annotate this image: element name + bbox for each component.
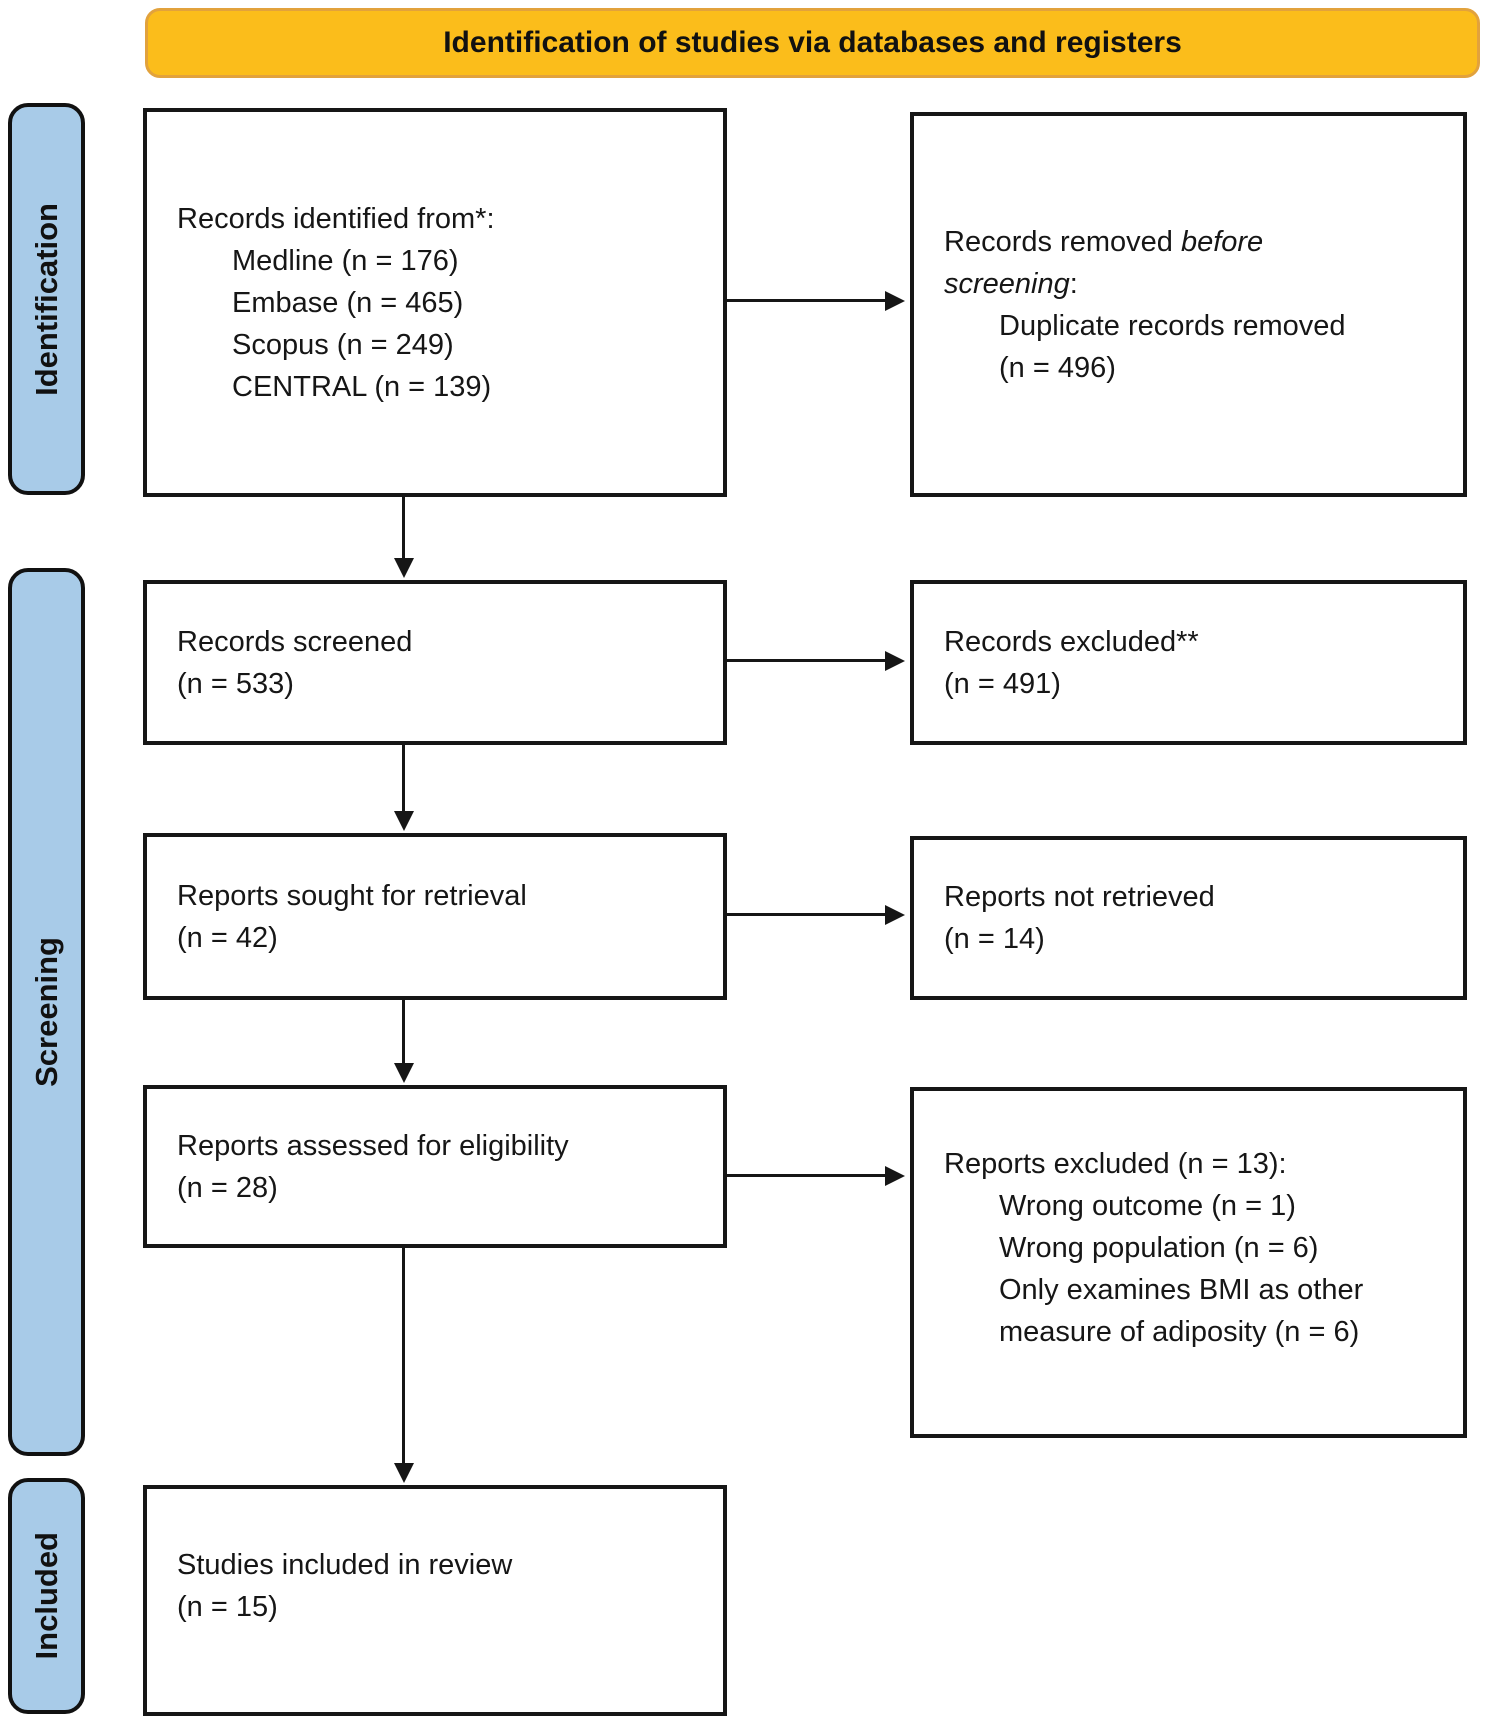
box-text-line: Embase (n = 465) <box>232 286 464 319</box>
stage-label-identification: Identification <box>8 103 85 495</box>
box-text-line: Reports excluded (n = 13): <box>944 1148 1287 1180</box>
box-text-line: Reports sought for retrieval <box>177 879 527 912</box>
box-text-line: screening: <box>944 263 1433 305</box>
box-text-line: (n = 14) <box>944 923 1045 955</box>
arrow-reports-sought-to-reports-assessed <box>402 1000 405 1063</box>
box-text-segment: Records removed <box>944 225 1181 258</box>
stage-label-text: Identification <box>28 202 64 396</box>
box-reports-not-retrieved: Reports not retrieved (n = 14) <box>910 836 1467 1000</box>
box-text-segment: : <box>1069 267 1078 300</box>
box-records-excluded: Records excluded** (n = 491) <box>910 580 1467 745</box>
box-text-line: (n = 496) <box>999 351 1116 384</box>
box-studies-included-in-review: Studies included in review (n = 15) <box>143 1485 727 1716</box>
box-text-line: (n = 491) <box>944 667 1061 700</box>
box-text-line: (n = 533) <box>177 667 294 700</box>
box-text-line: Scopus (n = 249) <box>232 328 454 361</box>
box-text-line: Records removed before <box>944 221 1433 263</box>
box-reports-sought-for-retrieval: Reports sought for retrieval (n = 42) <box>143 833 727 1000</box>
box-text-line: Records screened <box>177 625 413 658</box>
arrow-reports-assessed-to-studies-included <box>402 1248 405 1463</box>
box-text-line: Reports not retrieved <box>944 881 1215 913</box>
box-text-line: Only examines BMI as other measure of ad… <box>999 1274 1364 1348</box>
arrow-records-screened-to-reports-sought <box>402 745 405 811</box>
box-records-removed-before-screening: Records removed before screening: Duplic… <box>910 112 1467 497</box>
box-text-segment-italic: screening <box>944 267 1070 300</box>
box-text-line: Reports assessed for eligibility <box>177 1129 569 1162</box>
box-records-screened: Records screened (n = 533) <box>143 580 727 745</box>
box-text-line: Wrong outcome (n = 1) <box>999 1190 1296 1222</box>
box-reports-assessed-for-eligibility: Reports assessed for eligibility (n = 28… <box>143 1085 727 1248</box>
box-text-segment-italic: before <box>1180 225 1264 258</box>
box-records-identified: Records identified from*: Medline (n = 1… <box>143 108 727 497</box>
box-text-line: (n = 28) <box>177 1171 278 1204</box>
box-text-line: Wrong population (n = 6) <box>999 1232 1319 1264</box>
stage-label-screening: Screening <box>8 568 85 1456</box>
box-text-line: (n = 42) <box>177 921 278 954</box>
box-text-line: CENTRAL (n = 139) <box>232 370 492 403</box>
stage-label-text: Included <box>28 1532 64 1660</box>
box-reports-excluded: Reports excluded (n = 13): Wrong outcome… <box>910 1087 1467 1438</box>
stage-label-included: Included <box>8 1478 85 1714</box>
box-text-line: Duplicate records removed <box>999 309 1346 342</box>
arrow-records-identified-to-records-removed <box>727 299 885 302</box>
stage-label-text: Screening <box>28 937 64 1087</box>
arrow-reports-sought-to-reports-not-retrieved <box>727 913 885 916</box>
box-text-line: Medline (n = 176) <box>232 244 459 277</box>
arrow-reports-assessed-to-reports-excluded <box>727 1174 885 1177</box>
box-text-line: Studies included in review <box>177 1549 513 1581</box>
header-title: Identification of studies via databases … <box>443 26 1182 59</box>
box-text-line: Records identified from*: <box>177 202 495 235</box>
arrow-records-screened-to-records-excluded <box>727 659 885 662</box>
box-text-line: (n = 15) <box>177 1591 278 1623</box>
header-banner: Identification of studies via databases … <box>145 8 1480 78</box>
arrow-records-identified-to-records-screened <box>402 497 405 558</box>
box-text-line: Records excluded** <box>944 625 1199 658</box>
